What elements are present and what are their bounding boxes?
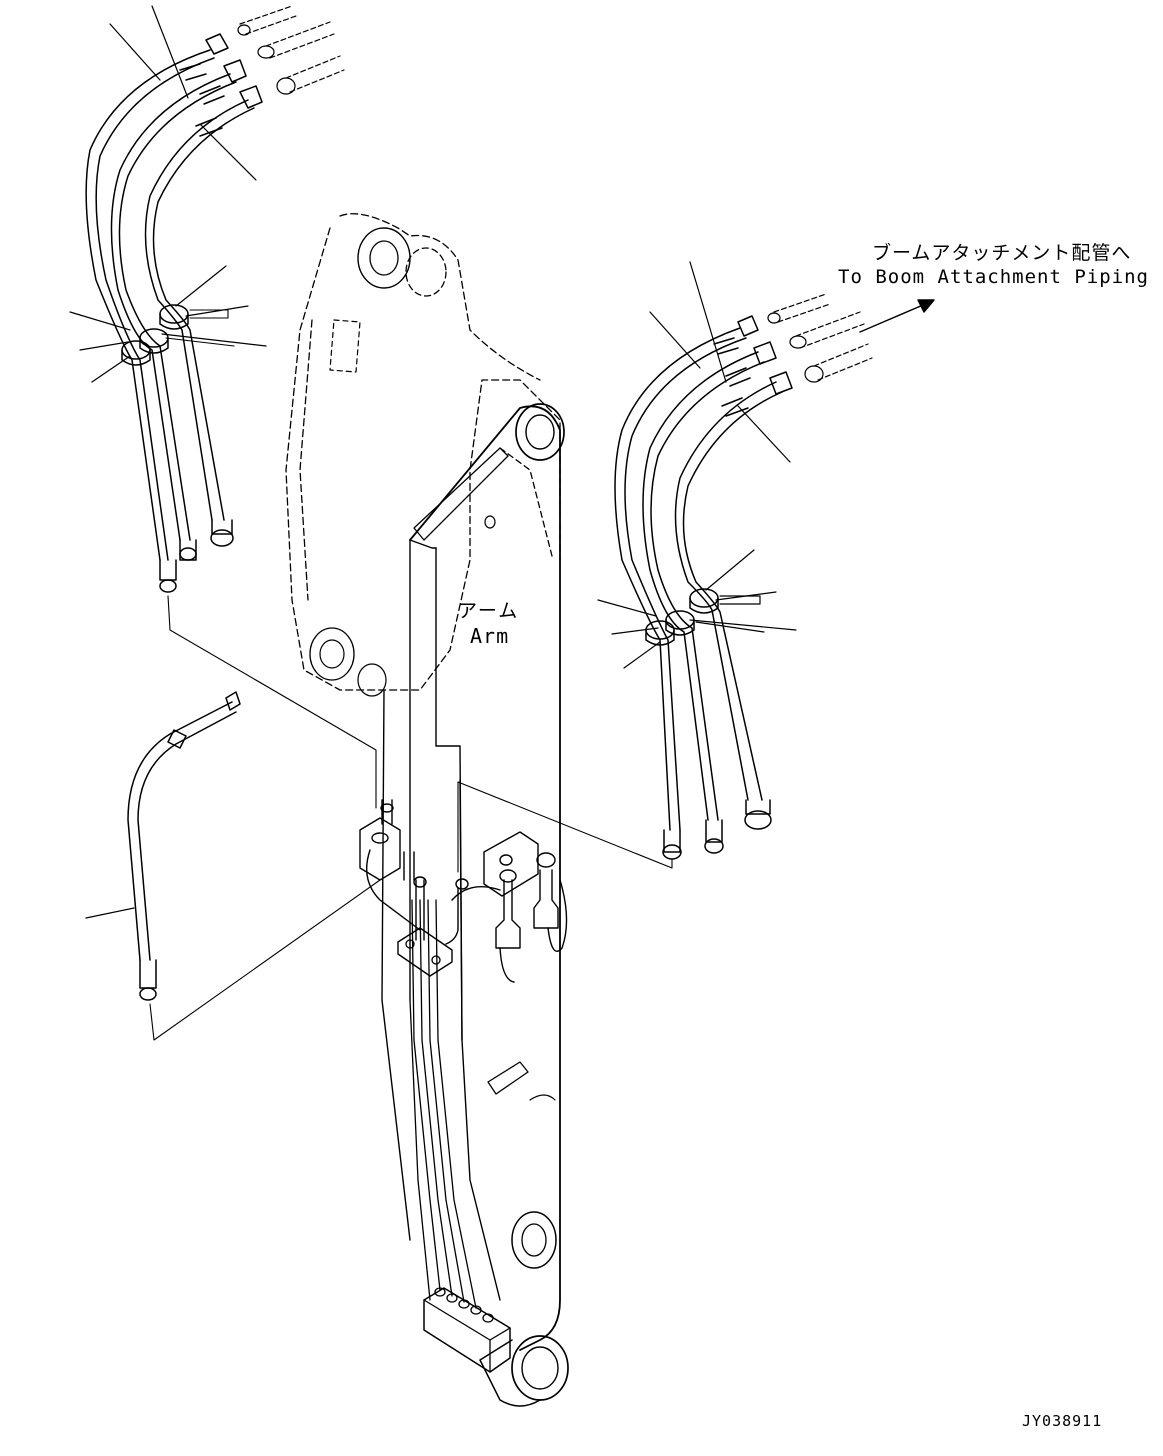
right-loose-fittings — [768, 294, 872, 382]
arm-label-jp: アーム — [458, 600, 520, 622]
left-upper-leader-lines — [70, 6, 266, 382]
boom-arrow — [860, 300, 934, 332]
left-lower-hose — [86, 692, 240, 1000]
connection-lines — [150, 596, 672, 1040]
arm-label-en: Arm — [470, 624, 510, 648]
right-hoses — [615, 316, 792, 859]
arm-body — [286, 214, 568, 1406]
left-upper-hoses — [86, 34, 262, 592]
right-leader-lines — [598, 262, 796, 668]
boom-piping-label-jp: ブームアタッチメント配管へ — [872, 242, 1132, 264]
drawing-number: JY038911 — [1022, 1412, 1103, 1430]
left-upper-loose-fittings — [238, 6, 344, 94]
boom-piping-label-en: To Boom Attachment Piping — [838, 266, 1149, 288]
arm-fittings — [360, 800, 567, 982]
arm-pipes — [398, 900, 476, 1308]
